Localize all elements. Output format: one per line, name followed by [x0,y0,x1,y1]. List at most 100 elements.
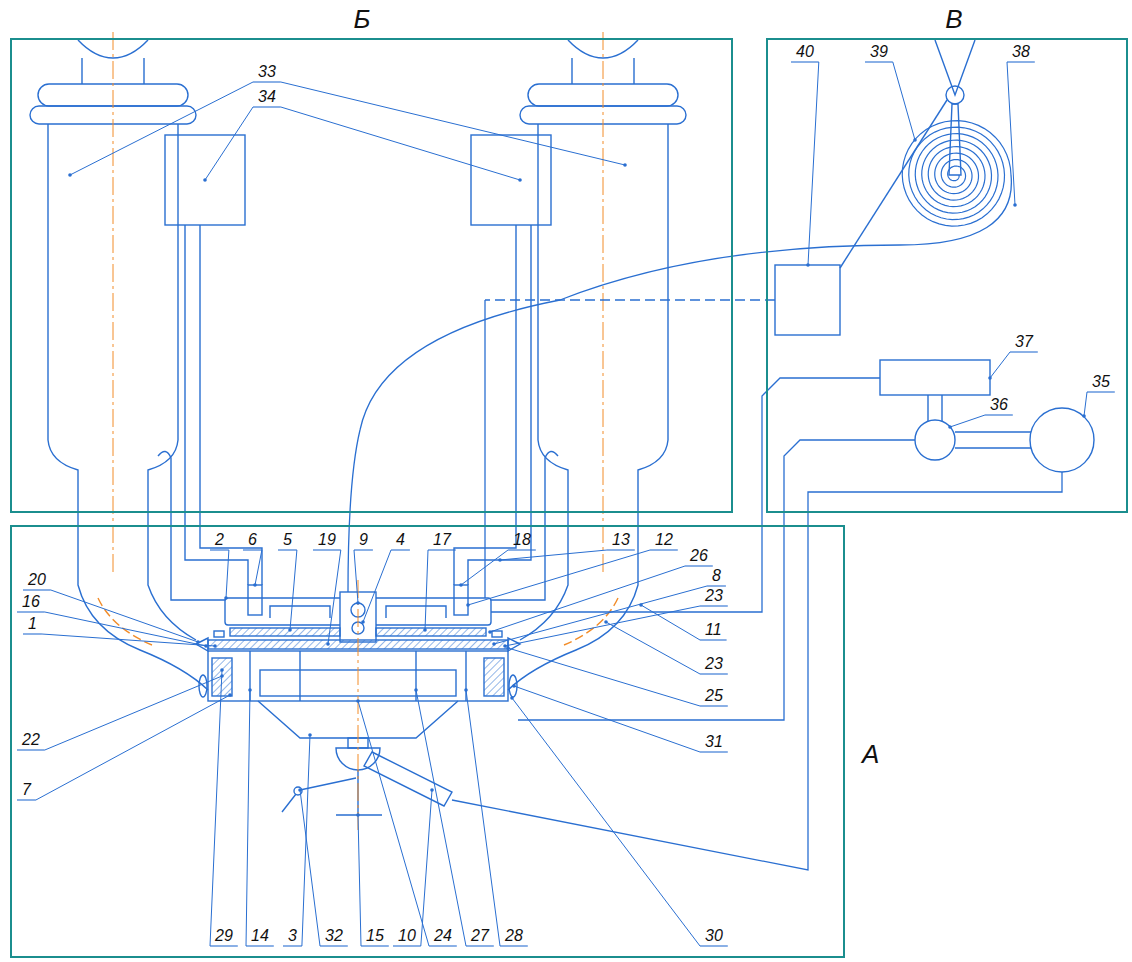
callout-number: 22 [22,732,40,748]
drive-equipment [775,40,1094,472]
leader-shelf [243,549,262,550]
callout-number: 38 [1012,44,1030,60]
leader-line [210,670,222,946]
leader-line [950,415,985,427]
leader-line [606,622,700,674]
leader-line [490,566,685,632]
leader-line [512,698,700,946]
leader-line [354,550,358,603]
leader-shelf [283,945,302,946]
drive-equipment [775,265,840,335]
separator-unit [484,658,504,696]
callout-number: 2 [215,532,224,548]
callout-number: 31 [705,734,723,750]
drive-equipment [949,104,961,175]
separator-unit [230,628,340,636]
callout-number: 1 [28,616,37,632]
separator-unit [336,770,382,815]
leader-dot [506,646,510,650]
callout-number: 5 [283,532,292,548]
leader-shelf [429,945,457,946]
callout-number: 37 [1015,334,1033,350]
callout-number: 25 [705,688,723,704]
bottle-assembly [148,124,196,640]
leader-shelf [278,549,297,550]
wiring [518,440,915,720]
callout-number: 26 [690,548,708,564]
leader-shelf [17,749,45,750]
separator-unit [454,585,468,615]
leader-dot [361,620,365,624]
leader-dot [488,630,492,634]
callout-number: 28 [505,928,523,944]
drive-equipment [928,395,942,421]
callout-number: 6 [248,532,257,548]
leader-dot [196,640,200,644]
leader-dot [288,628,292,632]
leader-shelf [1007,61,1035,62]
callout-number: 24 [434,928,452,944]
callout-number: 32 [325,928,343,944]
leader-shelf [320,945,348,946]
callout-number: 40 [796,44,814,60]
separator-unit [248,585,262,615]
leader-line [466,690,500,946]
drive-equipment [1030,408,1094,472]
leader-dot [498,558,502,562]
leader-dot [988,376,992,380]
bottle-assembly [48,124,208,690]
leader-line [281,82,625,165]
leader-line [36,695,230,800]
leader-shelf [210,549,229,550]
wiring [452,472,1062,870]
leader-dot [228,693,232,697]
callout-number: 23 [705,588,723,604]
leader-shelf [354,549,373,550]
leader-line [358,701,429,946]
leader-line [300,790,320,946]
leader-line [358,815,361,946]
bottle-assembly [113,32,114,575]
leader-dot [414,688,418,692]
bottle-assembly [185,225,262,585]
callout-number: 20 [28,572,46,588]
leader-dot [466,603,470,607]
leader-shelf [361,945,389,946]
callout-number: 23 [705,656,723,672]
callout-number: 10 [398,928,416,944]
leader-shelf [253,81,281,82]
leader-dot [203,178,207,182]
leader-line [246,690,250,946]
leader-dot [623,163,627,167]
callout-number: 34 [258,89,276,105]
leader-dot [326,642,330,646]
leader-line [425,550,428,630]
leader-shelf [865,61,893,62]
callout-number: 13 [612,532,630,548]
callout-number: 27 [471,928,489,944]
leader-line [302,735,310,946]
leader-shelf [1010,351,1038,352]
leader-line [416,690,466,946]
wiring [484,300,485,598]
leader-line [514,686,700,752]
drive-equipment [915,420,955,460]
leader-line [500,550,607,560]
leader-dot [604,620,608,624]
callout-number: 15 [366,928,384,944]
callout-number: 39 [870,44,888,60]
leader-shelf [707,585,726,586]
panel-letter: В [945,4,962,34]
leader-dot [806,263,810,267]
leader-line [281,107,520,180]
leader-line [508,648,700,706]
leader-dot [423,628,427,632]
leader-line [461,550,508,585]
leader-dot [220,668,224,672]
leader-shelf [985,414,1013,415]
leader-shelf [23,589,51,590]
leader-dot [512,684,516,688]
leader-shelf [508,549,536,550]
leader-line [363,550,391,622]
